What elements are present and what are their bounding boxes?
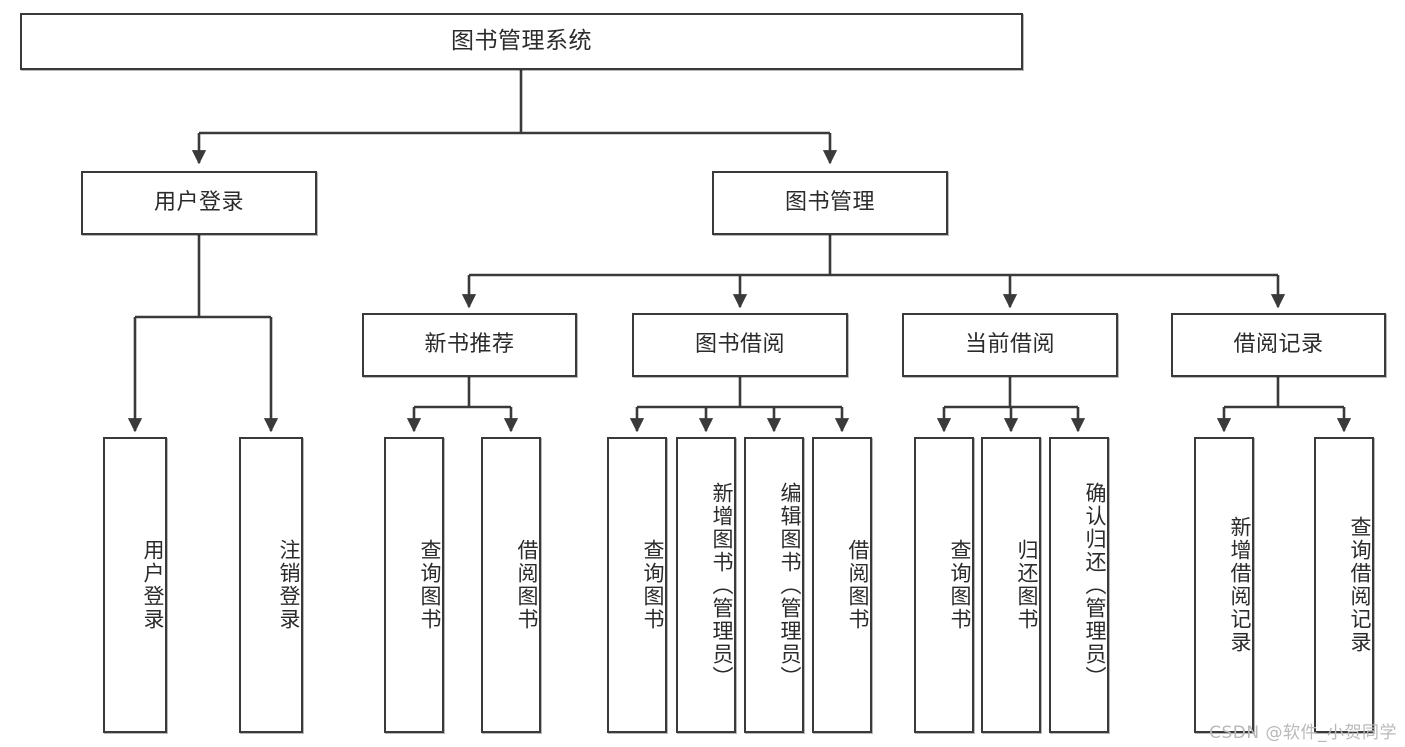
node-label: 新增借阅记录 [1228,516,1252,654]
node-label: 用户登录 [141,539,165,631]
node-book-management[interactable]: 图书管理 [712,171,948,235]
node-new-book-recommend[interactable]: 新书推荐 [362,313,577,377]
node-label: 当前借阅 [964,331,1055,357]
leaf-add-borrow-record[interactable]: 新增借阅记录 [1194,437,1254,733]
leaf-query-book-recommend[interactable]: 查询图书 [384,437,444,733]
node-label: 归还图书 [1015,539,1039,631]
leaf-return-book[interactable]: 归还图书 [981,437,1041,733]
node-book-borrow[interactable]: 图书借阅 [632,313,848,377]
node-label: 查询借阅记录 [1348,516,1372,654]
leaf-add-book-admin[interactable]: 新增图书（管理员） [676,437,736,733]
csdn-watermark: CSDN @软件_小贺同学 [1209,723,1397,743]
leaf-borrow-book[interactable]: 借阅图书 [812,437,872,733]
node-label: 编辑图书（管理员） [778,481,802,689]
node-label: 查询图书 [641,539,665,631]
node-label: 查询图书 [418,539,442,631]
leaf-user-logout[interactable]: 注销登录 [239,437,303,733]
leaf-query-book-borrow[interactable]: 查询图书 [607,437,667,733]
node-label: 新增图书（管理员） [710,481,734,689]
node-label: 借阅图书 [846,539,870,631]
node-current-borrow[interactable]: 当前借阅 [902,313,1118,377]
node-label: 图书借阅 [694,331,785,357]
node-label: 用户登录 [153,189,244,215]
node-label: 借阅图书 [515,539,539,631]
node-label: 借阅记录 [1233,331,1324,357]
leaf-borrow-book-recommend[interactable]: 借阅图书 [481,437,541,733]
node-label: 图书管理 [784,189,875,215]
node-user-login[interactable]: 用户登录 [81,171,317,235]
node-root-system[interactable]: 图书管理系统 [20,13,1023,70]
node-label: 新书推荐 [424,331,515,357]
leaf-confirm-return-admin[interactable]: 确认归还（管理员） [1049,437,1109,733]
node-label: 确认归还（管理员） [1083,481,1107,689]
leaf-edit-book-admin[interactable]: 编辑图书（管理员） [744,437,804,733]
leaf-user-login[interactable]: 用户登录 [103,437,167,733]
node-label: 图书管理系统 [451,28,592,55]
leaf-query-book-current[interactable]: 查询图书 [914,437,974,733]
node-label: 注销登录 [277,539,301,631]
node-label: 查询图书 [948,539,972,631]
leaf-query-borrow-record[interactable]: 查询借阅记录 [1314,437,1374,733]
node-borrow-record[interactable]: 借阅记录 [1171,313,1386,377]
